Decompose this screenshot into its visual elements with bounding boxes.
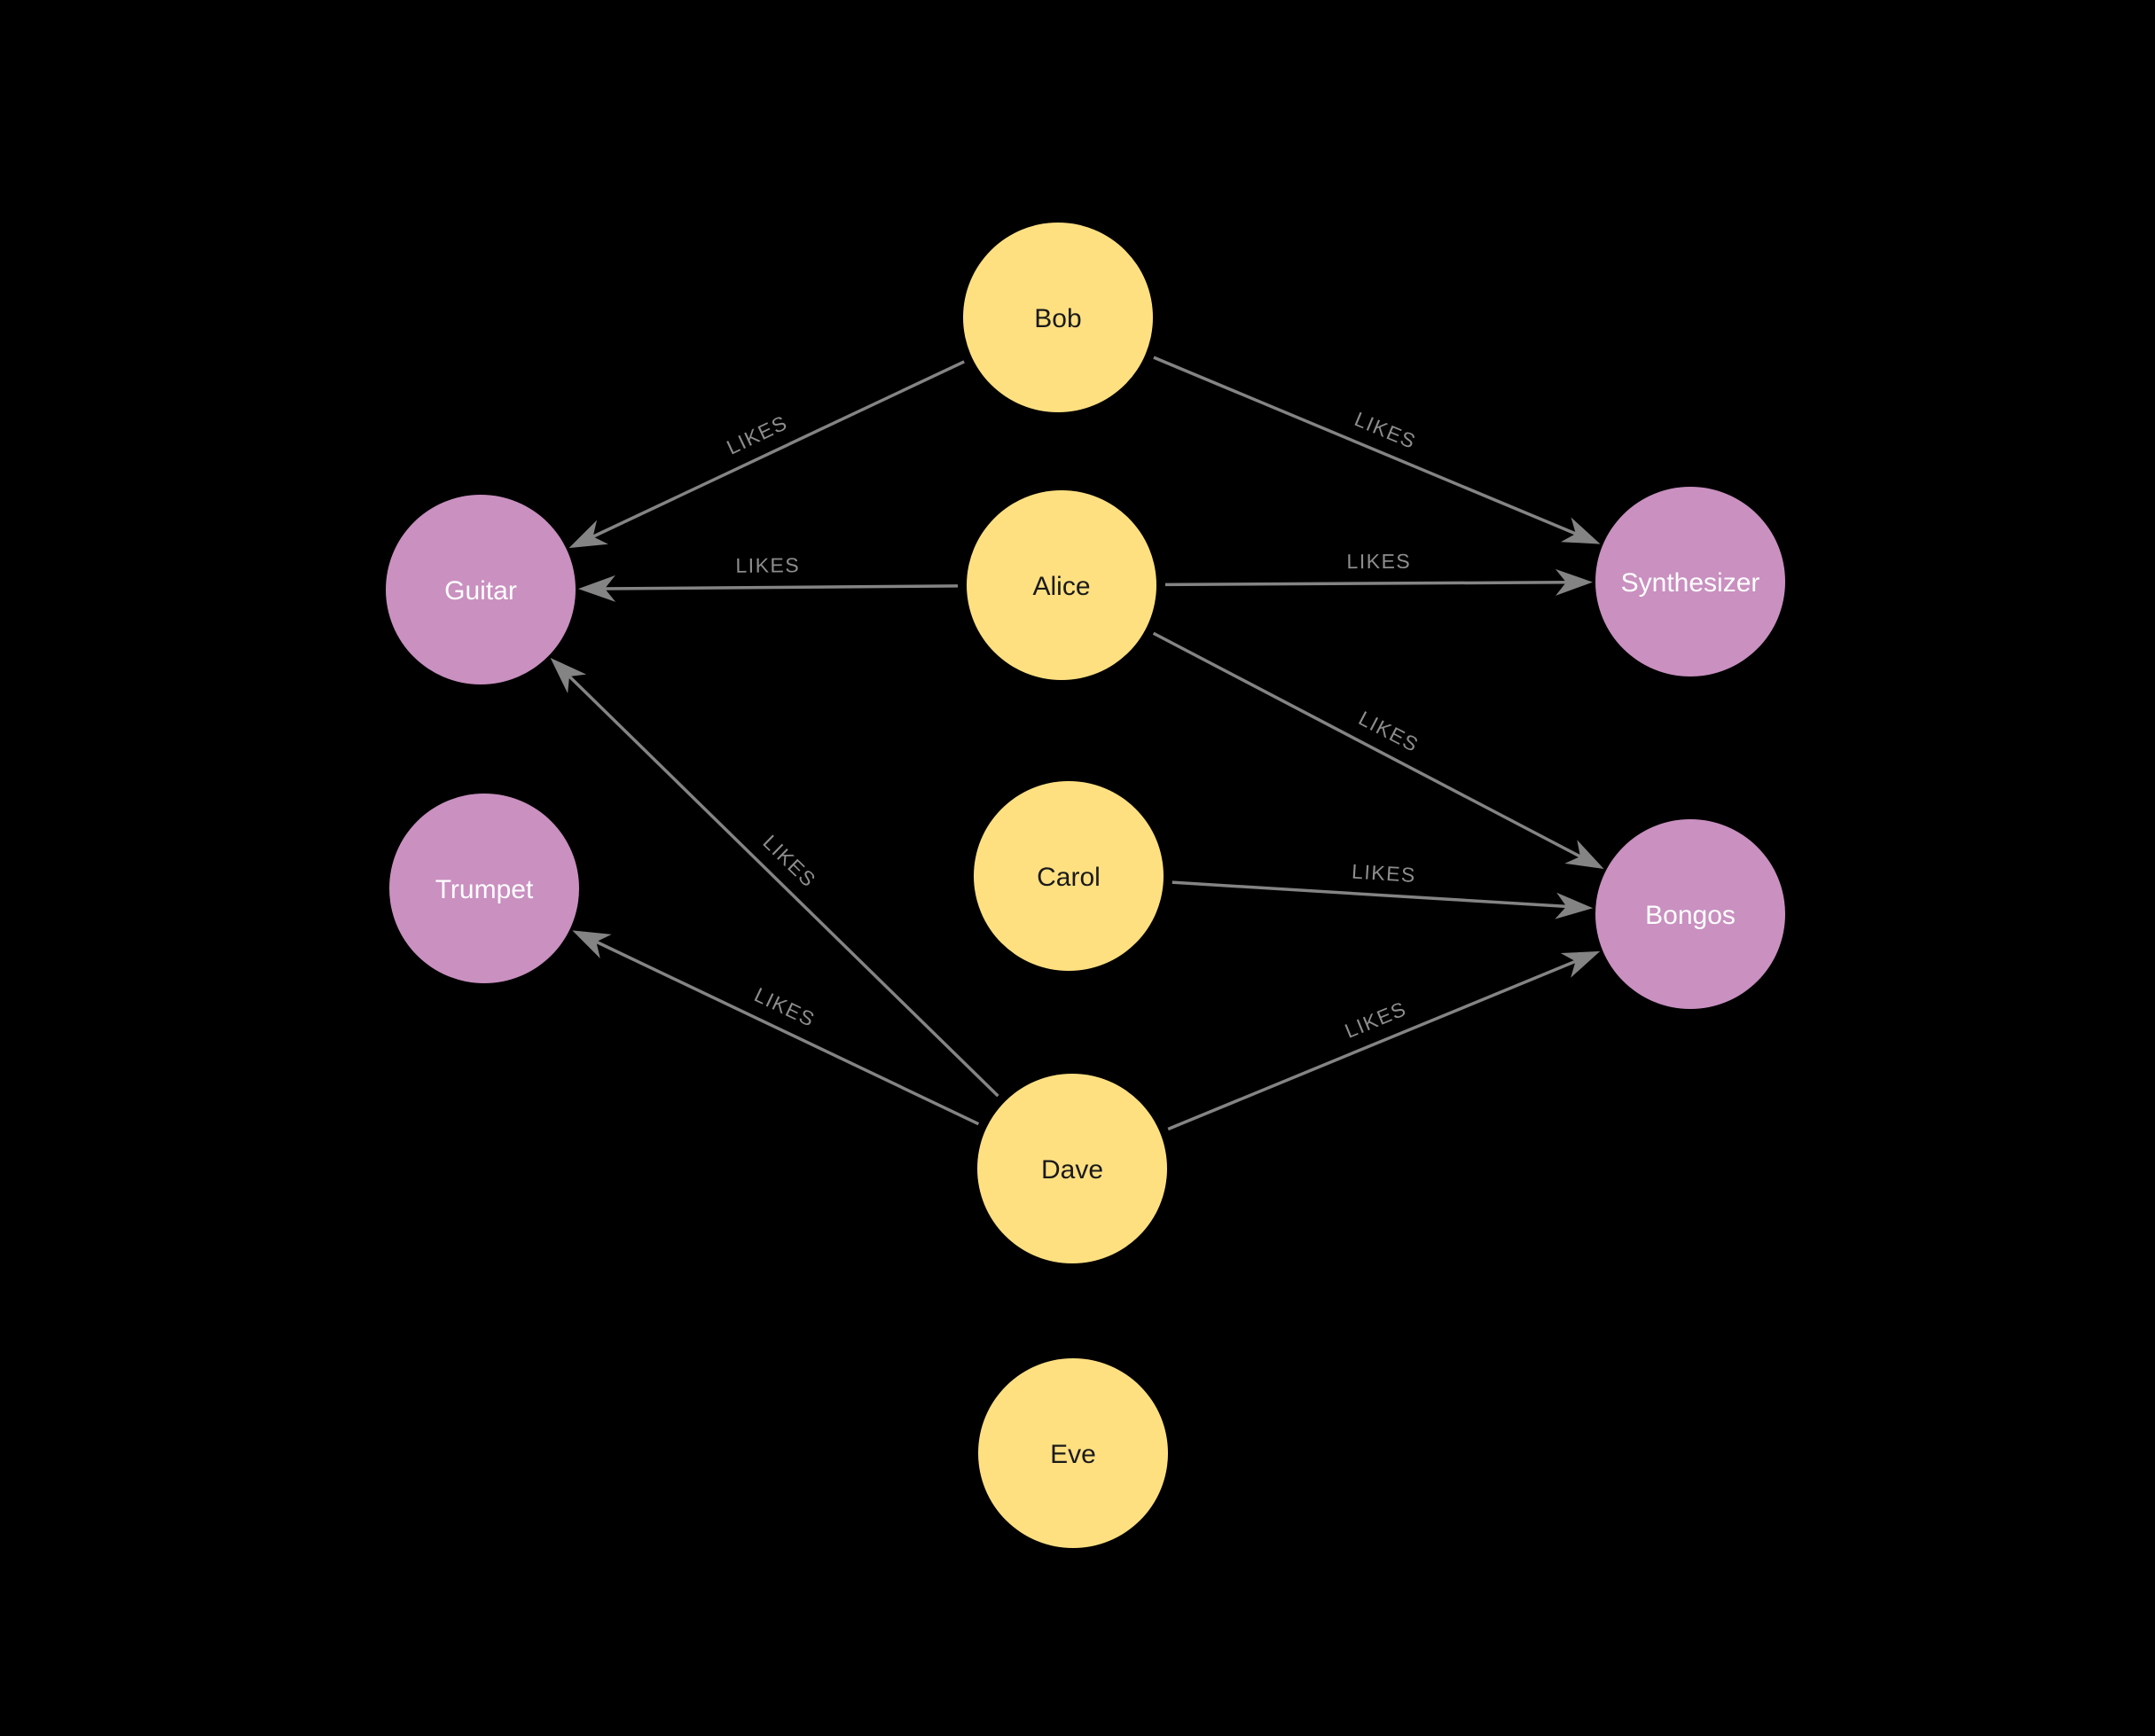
node-label: Alice xyxy=(1032,572,1090,601)
edge-dave-guitar[interactable]: LIKES xyxy=(541,648,999,1098)
node-alice[interactable]: Alice xyxy=(967,490,1156,680)
node-circle xyxy=(963,223,1153,412)
edge-bob-guitar[interactable]: LIKES xyxy=(563,360,965,560)
edge-label: LIKES xyxy=(1351,860,1416,887)
arrowhead-icon xyxy=(568,520,608,549)
node-label: Eve xyxy=(1050,1440,1096,1469)
node-label: Bongos xyxy=(1645,901,1736,930)
edge-alice-bongos[interactable]: LIKES xyxy=(1152,631,1610,880)
edge-dave-trumpet[interactable]: LIKES xyxy=(567,919,980,1126)
edge-label: LIKES xyxy=(758,830,820,891)
node-trumpet[interactable]: Trumpet xyxy=(389,794,579,983)
edge-line xyxy=(1172,880,1569,909)
node-dave[interactable]: Dave xyxy=(977,1074,1167,1263)
node-synthesizer[interactable]: Synthesizer xyxy=(1595,487,1785,676)
edge-line xyxy=(1153,356,1579,536)
arrowhead-icon xyxy=(1555,568,1594,596)
node-guitar[interactable]: Guitar xyxy=(386,495,576,684)
arrowhead-icon xyxy=(1560,517,1601,544)
node-circle xyxy=(978,1358,1168,1548)
node-bongos[interactable]: Bongos xyxy=(1595,819,1785,1009)
edge-line xyxy=(1164,581,1569,587)
arrowhead-icon xyxy=(577,575,616,602)
edge-dave-bongos[interactable]: LIKES xyxy=(1167,939,1605,1131)
arrowhead-icon xyxy=(1555,892,1594,919)
node-label: Trumpet xyxy=(435,875,534,904)
edge-label: LIKES xyxy=(723,411,791,459)
arrowhead-icon xyxy=(1560,950,1601,978)
edge-carol-bongos[interactable]: LIKES xyxy=(1172,860,1594,922)
edge-line xyxy=(602,584,959,590)
node-label: Carol xyxy=(1037,863,1101,892)
node-circle xyxy=(389,794,579,983)
arrowhead-icon xyxy=(572,930,612,958)
edge-label: LIKES xyxy=(1342,997,1410,1043)
edge-alice-synthesizer[interactable]: LIKES xyxy=(1164,550,1594,596)
node-circle xyxy=(1595,819,1785,1009)
edge-line xyxy=(591,360,965,539)
node-eve[interactable]: Eve xyxy=(978,1358,1168,1548)
node-circle xyxy=(1595,487,1785,676)
node-bob[interactable]: Bob xyxy=(963,223,1153,412)
edge-line xyxy=(567,674,999,1098)
edge-label: LIKES xyxy=(735,553,800,577)
edge-label: LIKES xyxy=(1346,550,1411,573)
node-label: Bob xyxy=(1034,304,1081,333)
edge-alice-guitar[interactable]: LIKES xyxy=(577,553,959,602)
edge-line xyxy=(1167,958,1579,1131)
node-label: Dave xyxy=(1041,1155,1103,1185)
edge-label: LIKES xyxy=(1355,707,1422,757)
arrowhead-icon xyxy=(550,657,587,694)
node-carol[interactable]: Carol xyxy=(974,781,1164,971)
arrowhead-icon xyxy=(1564,840,1604,870)
edge-line xyxy=(1152,631,1583,859)
edge-label: LIKES xyxy=(751,983,819,1032)
edge-label: LIKES xyxy=(1352,407,1420,453)
node-circle xyxy=(977,1074,1167,1263)
node-circle xyxy=(974,781,1164,971)
node-circle xyxy=(967,490,1156,680)
edge-line xyxy=(593,939,980,1126)
node-circle xyxy=(386,495,576,684)
edge-bob-synthesizer[interactable]: LIKES xyxy=(1153,356,1605,556)
node-label: Guitar xyxy=(444,576,517,606)
node-label: Synthesizer xyxy=(1621,568,1760,598)
